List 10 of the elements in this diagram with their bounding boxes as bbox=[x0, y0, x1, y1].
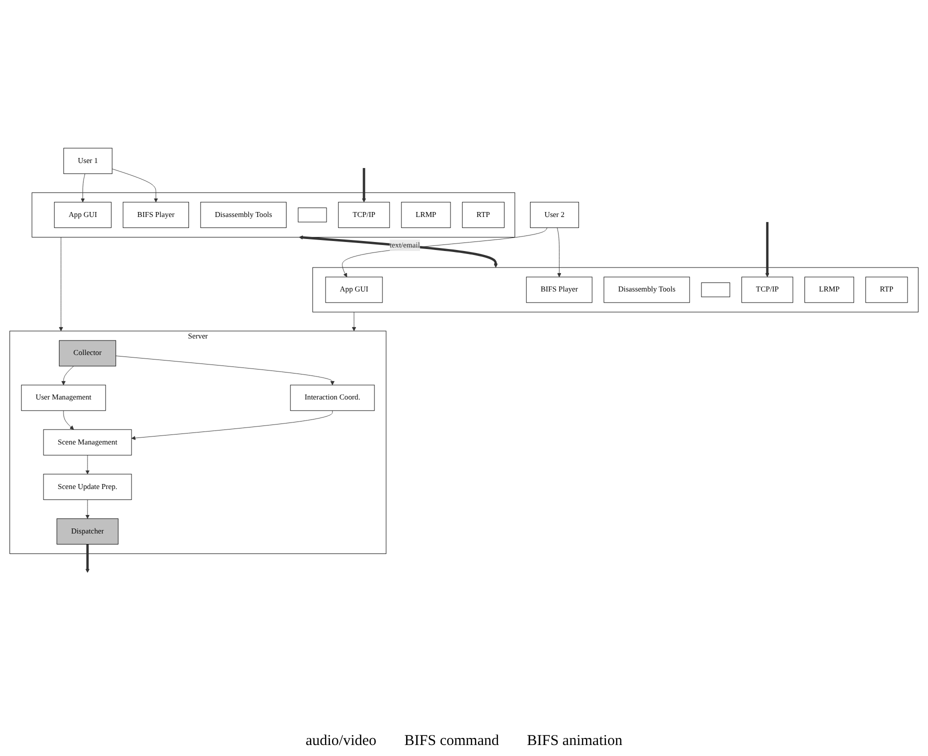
node-box bbox=[298, 208, 327, 222]
arrow bbox=[362, 168, 366, 202]
cluster bbox=[312, 267, 918, 312]
cluster bbox=[32, 192, 516, 238]
arrow bbox=[85, 544, 90, 573]
note-text: BIFS animation bbox=[527, 733, 622, 750]
arrow bbox=[765, 222, 770, 278]
note-text: BIFS command bbox=[404, 733, 499, 750]
node-box bbox=[701, 282, 730, 298]
note-text: audio/video bbox=[306, 733, 376, 750]
